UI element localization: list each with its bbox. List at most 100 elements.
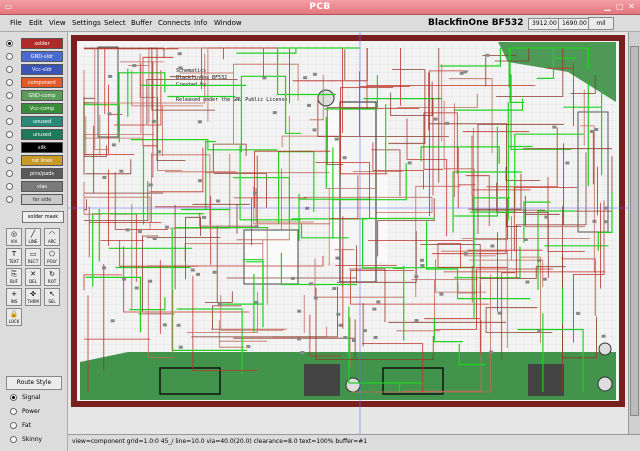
smd-pad[interactable]: [212, 270, 217, 274]
layer-radio[interactable]: [6, 105, 13, 112]
pcb-trace[interactable]: [362, 217, 472, 269]
pcb-trace[interactable]: [454, 246, 521, 279]
pcb-trace[interactable]: [130, 139, 278, 151]
pcb-trace[interactable]: [449, 78, 493, 154]
maximize-icon[interactable]: ▢: [615, 2, 624, 11]
layer-radio[interactable]: [6, 66, 13, 73]
pcb-trace[interactable]: [428, 123, 522, 227]
smd-pad[interactable]: [272, 111, 277, 115]
smd-pad[interactable]: [343, 336, 348, 339]
menu-file[interactable]: File: [10, 19, 22, 27]
pcb-trace[interactable]: [88, 53, 206, 104]
pcb-trace[interactable]: [139, 53, 157, 98]
pcb-trace[interactable]: [468, 173, 522, 210]
layer-button[interactable]: silk: [21, 142, 63, 153]
layer-button[interactable]: component: [21, 77, 63, 88]
pcb-trace[interactable]: [473, 197, 511, 319]
smd-pad[interactable]: [254, 225, 259, 229]
smd-pad[interactable]: [420, 258, 424, 262]
tool-thrm-button[interactable]: ✜THRM: [25, 288, 41, 306]
pcb-trace[interactable]: [212, 143, 247, 173]
layer-radio[interactable]: [6, 131, 13, 138]
pcb-trace[interactable]: [471, 194, 546, 211]
pcb-trace[interactable]: [232, 177, 290, 224]
layer-radio[interactable]: [6, 183, 13, 190]
pcb-trace[interactable]: [457, 282, 477, 294]
pcb-trace[interactable]: [240, 75, 301, 152]
pcb-trace[interactable]: [330, 175, 359, 220]
smd-pad[interactable]: [334, 137, 339, 141]
pcb-trace[interactable]: [562, 255, 597, 359]
smd-pad[interactable]: [414, 275, 419, 279]
layer-radio[interactable]: [6, 170, 13, 177]
pcb-trace[interactable]: [147, 280, 175, 358]
unit-toggle-button[interactable]: mil: [588, 17, 614, 30]
menu-edit[interactable]: Edit: [29, 19, 43, 27]
pcb-trace[interactable]: [146, 79, 238, 125]
layer-radio[interactable]: [6, 40, 13, 47]
pcb-trace[interactable]: [397, 94, 478, 108]
menu-view[interactable]: View: [49, 19, 66, 27]
smd-pad[interactable]: [565, 161, 570, 165]
pcb-trace[interactable]: [561, 258, 596, 316]
pcb-trace[interactable]: [415, 185, 461, 298]
pcb-trace[interactable]: [92, 213, 205, 287]
pcb-trace[interactable]: [580, 125, 595, 272]
smd-pad[interactable]: [332, 287, 337, 290]
layer-radio[interactable]: [6, 196, 13, 203]
pcb-trace[interactable]: [486, 127, 558, 188]
pcb-trace[interactable]: [236, 48, 297, 54]
pcb-trace[interactable]: [326, 107, 377, 165]
pcb-trace[interactable]: [186, 291, 258, 333]
layer-button[interactable]: pins/pads: [21, 168, 63, 179]
scrollbar-thumb[interactable]: [630, 46, 639, 416]
smd-pad[interactable]: [178, 345, 183, 349]
smd-pad[interactable]: [198, 179, 202, 183]
layer-button[interactable]: rat lines: [21, 155, 63, 166]
pcb-trace[interactable]: [423, 112, 458, 174]
layer-button[interactable]: Vcc-comp: [21, 103, 63, 114]
pcb-trace[interactable]: [131, 70, 203, 107]
pcb-trace[interactable]: [507, 102, 533, 221]
layer-row[interactable]: GND-sldr: [6, 51, 64, 62]
pcb-trace[interactable]: [253, 186, 331, 225]
pcb-trace[interactable]: [437, 243, 508, 269]
vertical-scrollbar[interactable]: [628, 32, 640, 434]
pcb-trace[interactable]: [573, 200, 605, 343]
tool-rect-button[interactable]: ▭RECT: [25, 248, 41, 266]
layer-row[interactable]: far side: [6, 194, 64, 205]
pcb-trace[interactable]: [94, 48, 109, 150]
pcb-trace[interactable]: [118, 72, 166, 132]
pcb-trace[interactable]: [83, 181, 102, 215]
pcb-trace[interactable]: [458, 343, 486, 366]
smd-pad[interactable]: [162, 323, 167, 327]
pcb-trace[interactable]: [441, 250, 508, 348]
pcb-trace[interactable]: [494, 48, 530, 62]
layer-row[interactable]: component: [6, 77, 64, 88]
pcb-trace[interactable]: [151, 153, 211, 225]
pcb-trace[interactable]: [181, 140, 231, 211]
pcb-trace[interactable]: [362, 343, 424, 392]
pcb-trace[interactable]: [239, 145, 301, 221]
smd-pad[interactable]: [134, 286, 139, 290]
smd-pad[interactable]: [312, 128, 317, 132]
pcb-trace[interactable]: [429, 70, 469, 217]
solder-mask-button[interactable]: solder mask: [22, 211, 64, 223]
pcb-trace[interactable]: [435, 259, 487, 293]
smd-pad[interactable]: [262, 76, 267, 80]
pcb-trace[interactable]: [420, 244, 481, 301]
layer-button[interactable]: Vcc-sldr: [21, 64, 63, 75]
pcb-trace[interactable]: [212, 305, 242, 331]
pcb-trace[interactable]: [176, 308, 243, 375]
layer-radio[interactable]: [6, 53, 13, 60]
pcb-trace[interactable]: [388, 69, 426, 144]
pcb-trace[interactable]: [84, 115, 101, 155]
tool-ins-button[interactable]: +INS: [6, 288, 22, 306]
pcb-trace[interactable]: [245, 261, 264, 328]
minimize-icon[interactable]: ▁: [604, 2, 611, 11]
smd-pad[interactable]: [537, 259, 542, 262]
pcb-trace[interactable]: [536, 48, 576, 79]
tool-lock-button[interactable]: 🔒LOCK: [6, 308, 22, 326]
smd-pad[interactable]: [523, 238, 528, 241]
